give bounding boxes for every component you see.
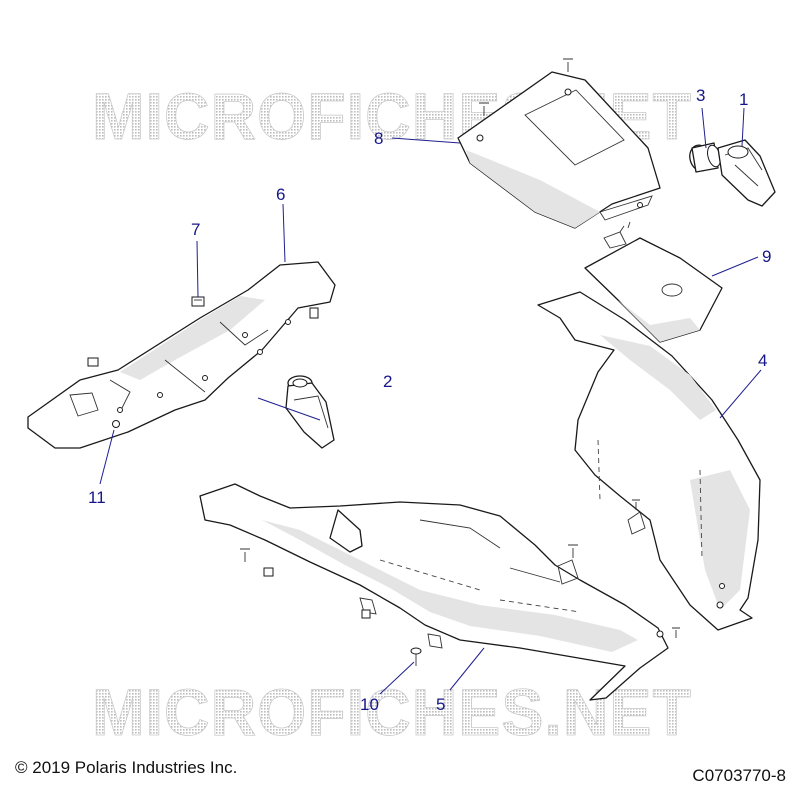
part-10-screw bbox=[410, 647, 422, 666]
callout-3: 3 bbox=[696, 86, 705, 105]
callout-10: 10 bbox=[360, 695, 379, 714]
watermark-bottom: MICROFICHES.NET bbox=[92, 675, 692, 749]
callout-labels: 1 2 3 4 5 6 7 8 9 10 11 bbox=[88, 86, 771, 714]
leader-lines bbox=[99, 107, 762, 695]
part-9-center-panel bbox=[584, 221, 723, 343]
callout-5: 5 bbox=[436, 695, 445, 714]
figure-code: C0703770-8 bbox=[692, 766, 786, 785]
part-4-side-panel bbox=[537, 291, 761, 631]
callout-9: 9 bbox=[762, 247, 771, 266]
callout-1: 1 bbox=[739, 90, 748, 109]
part-2-air-duct bbox=[285, 375, 335, 449]
part-1-air-duct bbox=[717, 139, 776, 207]
part-3-duct-seal bbox=[689, 142, 721, 173]
callout-4: 4 bbox=[758, 351, 767, 370]
part-6-lower-pan bbox=[27, 261, 336, 449]
part-8-hood-panel bbox=[457, 58, 661, 229]
part-5-front-fascia bbox=[199, 483, 680, 701]
callout-7: 7 bbox=[191, 220, 200, 239]
copyright-text: © 2019 Polaris Industries Inc. bbox=[15, 758, 238, 777]
callout-8: 8 bbox=[374, 129, 383, 148]
callout-2: 2 bbox=[383, 372, 392, 391]
callout-11: 11 bbox=[88, 488, 106, 507]
callout-6: 6 bbox=[276, 185, 285, 204]
part-7-clip bbox=[191, 296, 205, 307]
